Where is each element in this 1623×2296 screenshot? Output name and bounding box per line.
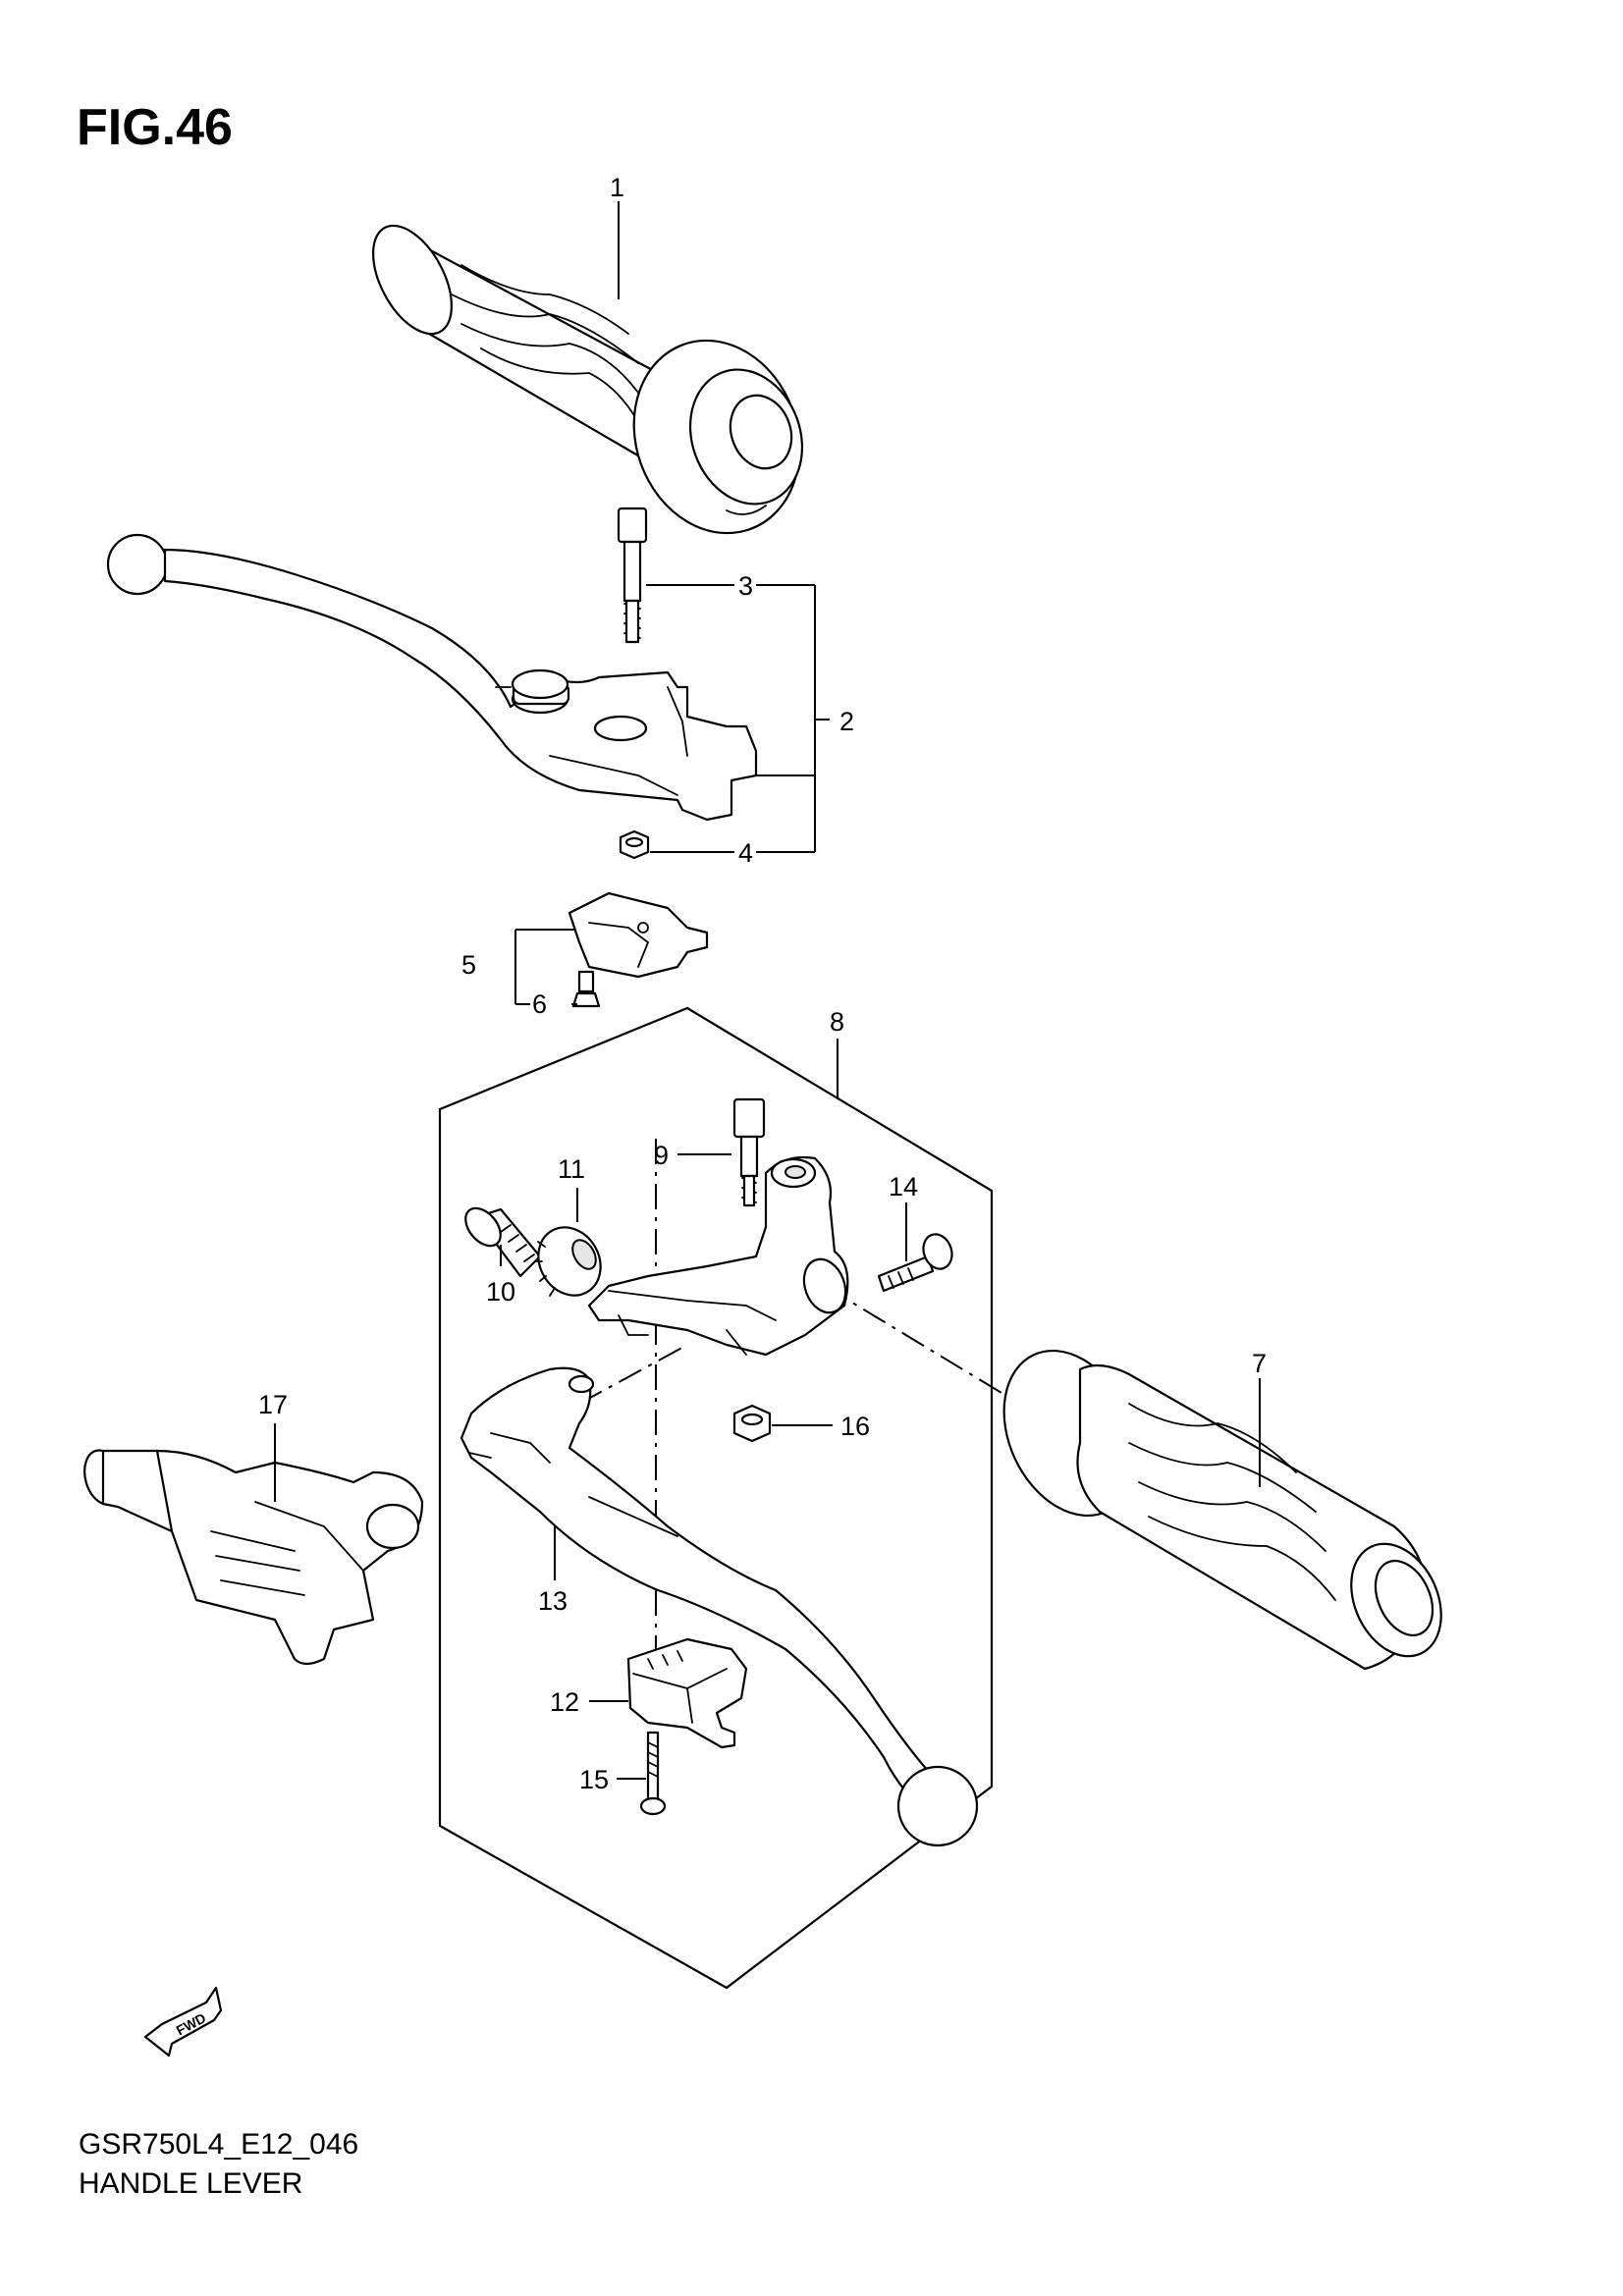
figure-title: FIG.46 <box>77 99 233 156</box>
callout-16: 16 <box>840 1412 870 1441</box>
holder-screw <box>877 1233 953 1293</box>
callout-11: 11 <box>558 1154 585 1184</box>
callout-3: 3 <box>738 571 753 601</box>
callout-12: 12 <box>550 1687 579 1717</box>
pivot-bolt <box>617 507 648 644</box>
section-title: HANDLE LEVER <box>79 2167 303 2200</box>
diagram-code: GSR750L4_E12_046 <box>79 2128 359 2161</box>
front-stop-switch <box>568 891 709 1008</box>
callout-5: 5 <box>461 950 476 980</box>
centerline <box>824 1285 1012 1400</box>
clutch-pivot-bolt <box>732 1097 766 1207</box>
callout-14: 14 <box>889 1172 918 1201</box>
adjuster-dial <box>534 1226 602 1297</box>
callout-8: 8 <box>830 1007 844 1037</box>
lever-nut <box>619 829 650 860</box>
callout-4: 4 <box>738 838 753 868</box>
brake-lever <box>106 533 758 822</box>
clutch-lever-holder <box>587 1155 849 1357</box>
throttle-grip <box>372 224 804 535</box>
callout-9: 9 <box>654 1141 669 1170</box>
centerline-left <box>578 1344 688 1405</box>
left-switch-housing <box>83 1449 424 1666</box>
clutch-switch <box>626 1637 748 1749</box>
adjuster-screw <box>464 1206 542 1278</box>
callout-13: 13 <box>538 1586 568 1616</box>
callout-6: 6 <box>532 989 547 1019</box>
callout-17: 17 <box>258 1390 288 1419</box>
switch-screw <box>639 1731 667 1816</box>
forward-arrow-icon: FWD <box>143 1986 223 2057</box>
callout-1: 1 <box>610 173 624 202</box>
callout-2: 2 <box>839 707 854 736</box>
callout-15: 15 <box>579 1765 609 1794</box>
clutch-lever-nut <box>732 1404 772 1443</box>
assembly-frame <box>438 1006 994 1990</box>
callout-7: 7 <box>1252 1349 1267 1378</box>
clutch-lever <box>460 1366 979 1847</box>
handlebar-grip <box>1002 1349 1442 1671</box>
callout-10: 10 <box>486 1277 515 1307</box>
